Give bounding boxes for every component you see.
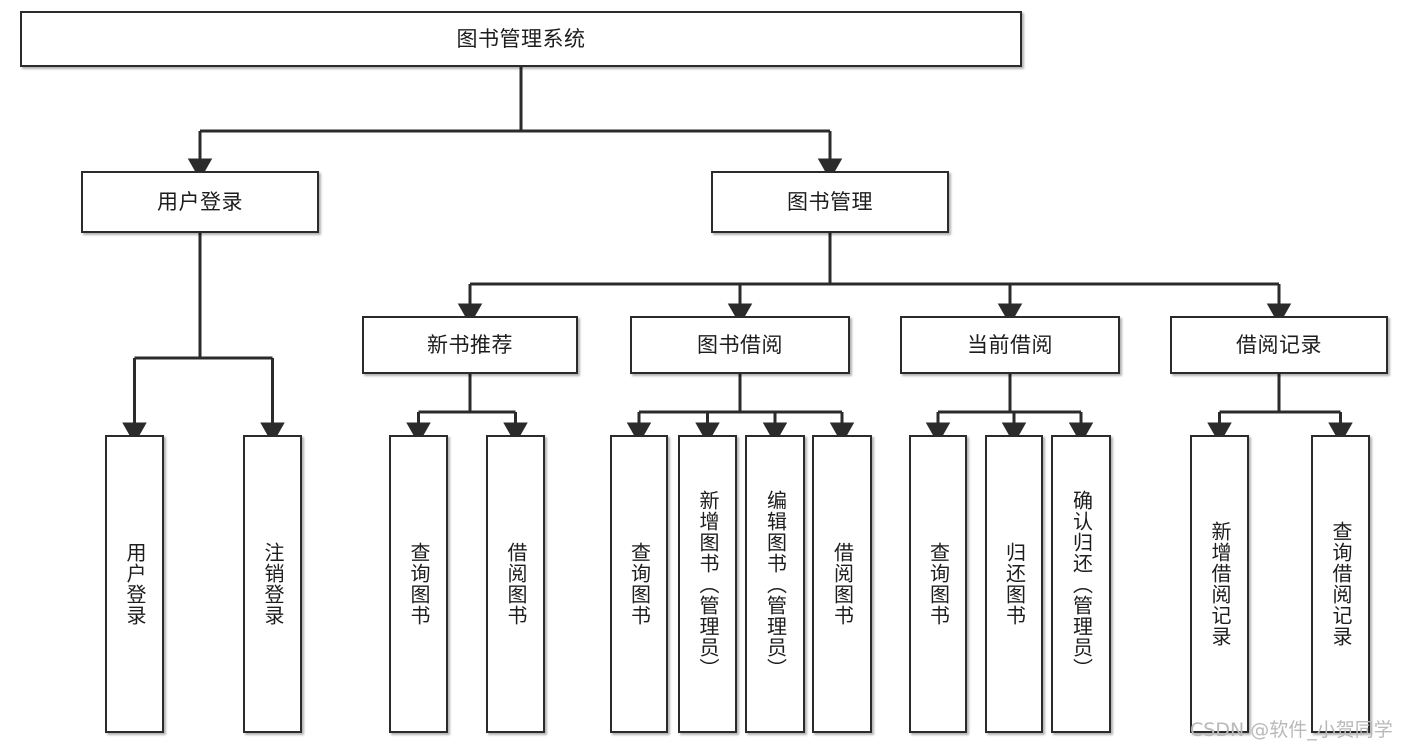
node-current-borrow[interactable]: 当前借阅	[900, 316, 1120, 374]
node-book-management-label: 图书管理	[787, 189, 873, 214]
node-records-query[interactable]: 查询借阅记录	[1311, 435, 1370, 733]
node-current-confirm-return[interactable]: 确认归还（管理员）	[1051, 435, 1111, 733]
node-records-add[interactable]: 新增借阅记录	[1190, 435, 1249, 733]
node-login-out[interactable]: 注销登录	[243, 435, 302, 733]
node-borrow-query-book[interactable]: 查询图书	[610, 435, 668, 733]
node-current-query-book[interactable]: 查询图书	[909, 435, 967, 733]
node-root-label: 图书管理系统	[456, 26, 586, 51]
node-newbook-query-book[interactable]: 查询图书	[389, 435, 448, 733]
node-borrow-lend-book[interactable]: 借阅图书	[812, 435, 872, 733]
node-current-borrow-label: 当前借阅	[967, 332, 1053, 357]
node-login-in[interactable]: 用户登录	[105, 435, 164, 733]
node-newbook-borrow-book-label: 借阅图书	[504, 542, 528, 626]
node-records-add-label: 新增借阅记录	[1208, 521, 1232, 647]
node-user-login-label: 用户登录	[157, 189, 243, 214]
node-borrow-edit-book-label: 编辑图书（管理员）	[763, 489, 788, 679]
node-current-return-book-label: 归还图书	[1002, 542, 1027, 626]
node-borrow-records[interactable]: 借阅记录	[1170, 316, 1388, 374]
node-borrow-query-book-label: 查询图书	[627, 542, 652, 626]
node-borrow-lend-book-label: 借阅图书	[830, 542, 855, 626]
node-user-login[interactable]: 用户登录	[81, 171, 319, 233]
node-login-in-label: 用户登录	[123, 542, 147, 626]
node-borrow-edit-book[interactable]: 编辑图书（管理员）	[745, 435, 805, 733]
node-new-book-recommend[interactable]: 新书推荐	[362, 316, 578, 374]
node-root[interactable]: 图书管理系统	[20, 11, 1022, 67]
node-newbook-borrow-book[interactable]: 借阅图书	[486, 435, 545, 733]
node-login-out-label: 注销登录	[261, 542, 285, 626]
node-book-management[interactable]: 图书管理	[711, 171, 949, 233]
node-newbook-query-book-label: 查询图书	[407, 542, 431, 626]
node-new-book-recommend-label: 新书推荐	[427, 332, 513, 357]
node-borrow-records-label: 借阅记录	[1236, 332, 1322, 357]
node-records-query-label: 查询借阅记录	[1329, 521, 1353, 647]
node-book-borrow-label: 图书借阅	[697, 332, 783, 357]
node-current-return-book[interactable]: 归还图书	[985, 435, 1043, 733]
node-current-query-book-label: 查询图书	[926, 542, 951, 626]
node-borrow-add-book-label: 新增图书（管理员）	[696, 489, 720, 679]
node-book-borrow[interactable]: 图书借阅	[630, 316, 850, 374]
node-current-confirm-return-label: 确认归还（管理员）	[1069, 489, 1094, 679]
node-borrow-add-book[interactable]: 新增图书（管理员）	[678, 435, 737, 733]
